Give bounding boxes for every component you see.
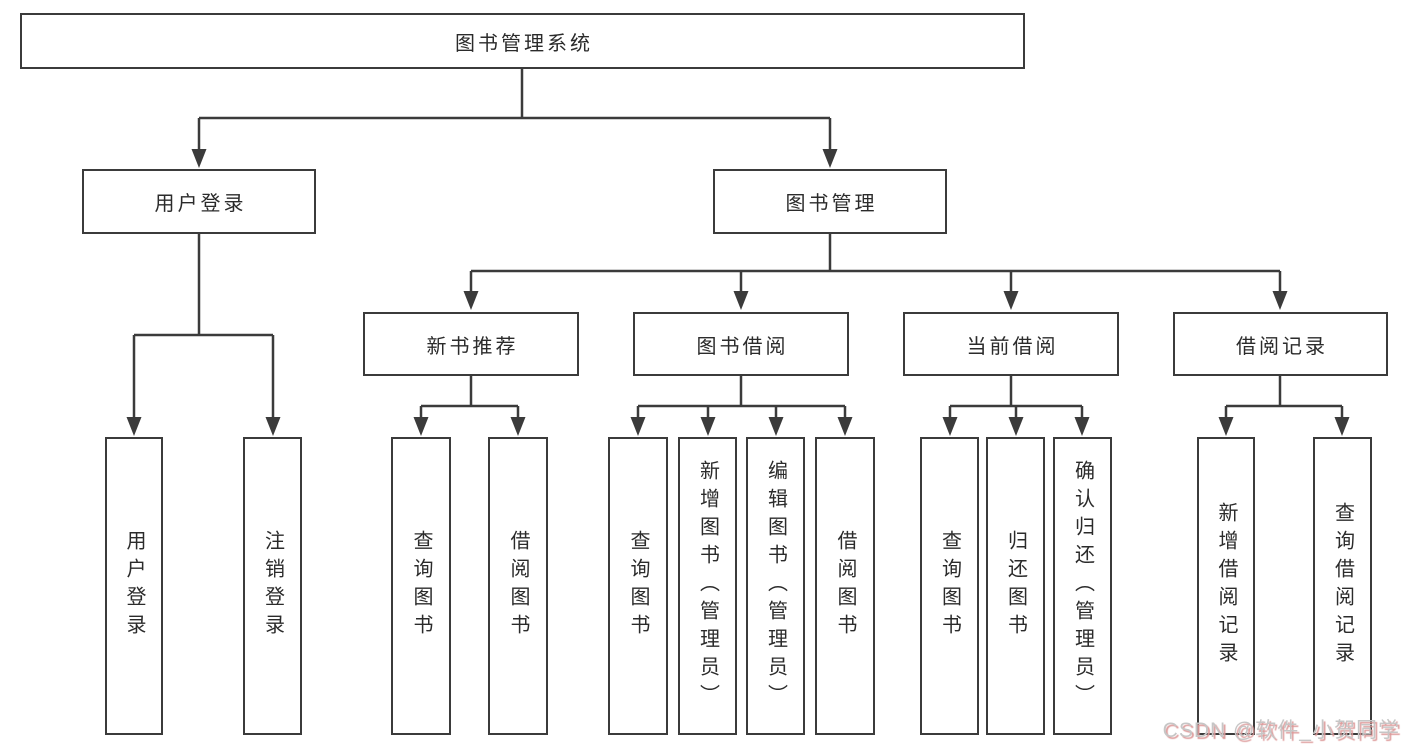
leaf-return-books: 归还图书 bbox=[986, 437, 1045, 735]
leaf-confirm-return-admin: 确认归还（管理员） bbox=[1053, 437, 1112, 735]
node-user-login-label: 用户登录 bbox=[154, 193, 247, 215]
node-book-borrowing-label: 图书借阅 bbox=[696, 335, 789, 358]
leaf-add-borrow-record-label: 新增借阅记录 bbox=[1215, 502, 1237, 670]
leaf-add-book-admin-label: 新增图书（管理员） bbox=[696, 460, 719, 712]
arrowheads bbox=[126, 149, 1350, 436]
node-new-book-recommendation: 新书推荐 bbox=[363, 312, 579, 376]
leaf-add-borrow-record: 新增借阅记录 bbox=[1197, 437, 1255, 735]
leaf-borrow-books: 借阅图书 bbox=[815, 437, 875, 735]
leaf-confirm-return-admin-label: 确认归还（管理员） bbox=[1071, 460, 1094, 712]
node-library-system: 图书管理系统 bbox=[20, 13, 1025, 69]
leaf-user-login: 用户登录 bbox=[105, 437, 163, 735]
node-borrowing-records: 借阅记录 bbox=[1173, 312, 1388, 376]
connector-path bbox=[132, 69, 1344, 418]
node-book-management: 图书管理 bbox=[713, 169, 947, 234]
leaf-add-book-admin: 新增图书（管理员） bbox=[678, 437, 737, 735]
node-current-borrowing: 当前借阅 bbox=[903, 312, 1119, 376]
leaf-borrow-books-recommend-label: 借阅图书 bbox=[507, 530, 529, 642]
leaf-query-books-current-label: 查询图书 bbox=[938, 530, 961, 642]
node-borrowing-records-label: 借阅记录 bbox=[1236, 335, 1328, 358]
node-library-system-label: 图书管理系统 bbox=[455, 32, 593, 55]
leaf-query-borrow-record-label: 查询借阅记录 bbox=[1331, 502, 1354, 670]
leaf-return-books-label: 归还图书 bbox=[1004, 530, 1027, 642]
leaf-query-books-borrowing: 查询图书 bbox=[608, 437, 668, 735]
leaf-edit-book-admin-label: 编辑图书（管理员） bbox=[764, 460, 787, 712]
watermark: CSDN @软件_小贺同学 bbox=[1162, 719, 1400, 742]
node-new-book-recommendation-label: 新书推荐 bbox=[426, 335, 519, 358]
leaf-query-books-current: 查询图书 bbox=[920, 437, 979, 735]
leaf-user-login-label: 用户登录 bbox=[123, 530, 145, 642]
leaf-edit-book-admin: 编辑图书（管理员） bbox=[746, 437, 805, 735]
node-current-borrowing-label: 当前借阅 bbox=[966, 335, 1059, 358]
node-user-login: 用户登录 bbox=[82, 169, 316, 234]
leaf-borrow-books-recommend: 借阅图书 bbox=[488, 437, 548, 735]
node-book-management-label: 图书管理 bbox=[785, 193, 878, 215]
leaf-query-books-borrowing-label: 查询图书 bbox=[627, 530, 649, 642]
leaf-query-borrow-record: 查询借阅记录 bbox=[1313, 437, 1372, 735]
leaf-query-books-recommend: 查询图书 bbox=[391, 437, 451, 735]
leaf-query-books-recommend-label: 查询图书 bbox=[410, 530, 432, 642]
leaf-logout-label: 注销登录 bbox=[261, 530, 284, 642]
leaf-logout: 注销登录 bbox=[243, 437, 302, 735]
node-book-borrowing: 图书借阅 bbox=[633, 312, 849, 376]
leaf-borrow-books-label: 借阅图书 bbox=[834, 530, 856, 642]
